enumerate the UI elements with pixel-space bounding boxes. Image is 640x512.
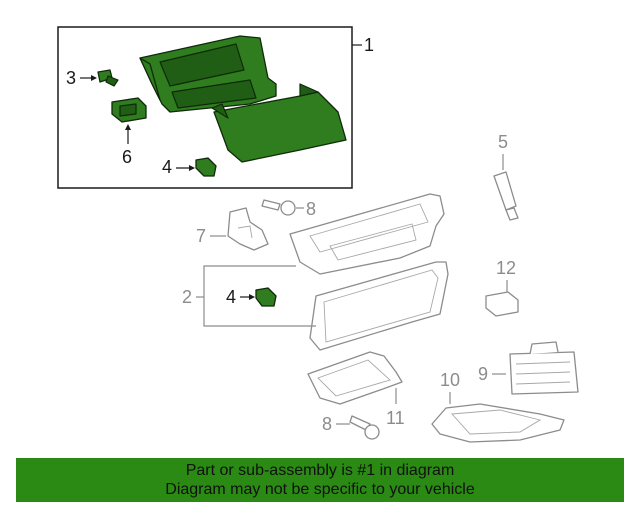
- screw-part-8-top[interactable]: [261, 199, 296, 216]
- parts-diagram: 1 3 6 4 5 8: [57, 26, 579, 443]
- banner-line-2: Diagram may not be specific to your vehi…: [165, 481, 475, 498]
- banner-line-1: Part or sub-assembly is #1 in diagram: [185, 462, 455, 479]
- brace-part-11[interactable]: [307, 351, 403, 405]
- trim-panel-part-10[interactable]: [431, 403, 565, 443]
- callout-3: 3: [66, 68, 76, 88]
- subassembly-box: [57, 26, 353, 189]
- callout-7: 7: [196, 226, 206, 246]
- screw-part-8-bottom[interactable]: [349, 415, 380, 440]
- callout-4-bottom-arrowhead: [249, 294, 255, 300]
- info-banner: Part or sub-assembly is #1 in diagram Di…: [16, 458, 624, 502]
- clip-part-6[interactable]: [111, 97, 147, 123]
- bumper-part-4-bottom[interactable]: [255, 287, 277, 307]
- callout-6-arrowhead: [125, 124, 131, 130]
- module-part-9[interactable]: [509, 341, 579, 395]
- bumper-part-4-top[interactable]: [195, 157, 217, 177]
- callout-9: 9: [478, 364, 488, 384]
- callout-1: 1: [364, 35, 374, 55]
- screw-part-3[interactable]: [97, 69, 119, 87]
- bracket-part-7[interactable]: [227, 207, 269, 251]
- callout-4-top-arrowhead: [189, 165, 195, 171]
- glove-box-door-part[interactable]: [211, 83, 347, 163]
- glove-box-frame-part[interactable]: [139, 35, 277, 113]
- glove-box-part[interactable]: [289, 193, 445, 275]
- callout-2-bracket: [203, 265, 316, 327]
- callout-8-top: 8: [306, 199, 316, 219]
- damper-part-5[interactable]: [493, 171, 519, 221]
- callout-10: 10: [440, 370, 460, 390]
- callout-4-bottom: 4: [226, 287, 236, 307]
- callout-2: 2: [182, 287, 192, 307]
- cover-part-12[interactable]: [485, 291, 519, 317]
- callout-4-top: 4: [162, 157, 172, 177]
- glove-box-door-outer-part[interactable]: [309, 261, 449, 351]
- callout-6: 6: [122, 147, 132, 167]
- callout-8-bottom: 8: [322, 414, 332, 434]
- callout-11: 11: [386, 408, 405, 428]
- callout-5: 5: [498, 132, 508, 152]
- callout-3-arrowhead: [91, 75, 97, 81]
- callout-12: 12: [496, 258, 516, 278]
